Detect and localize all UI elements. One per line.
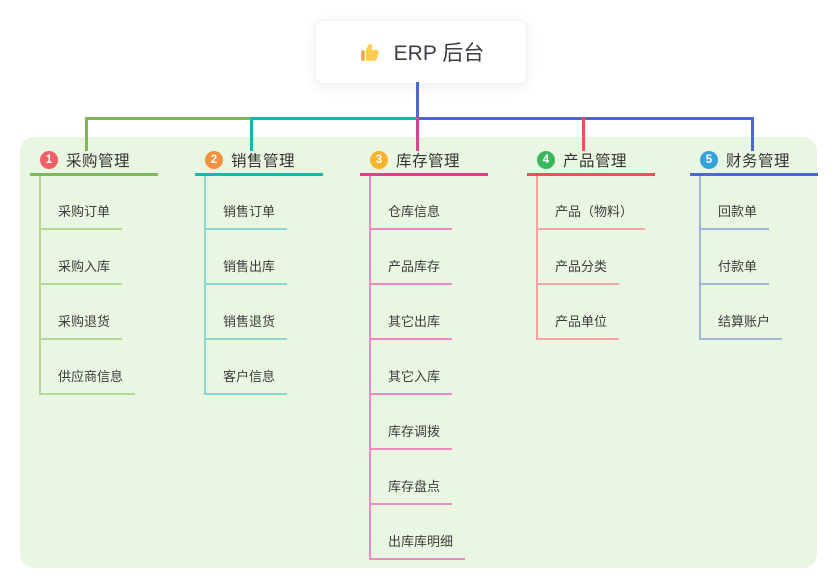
branch-drop-line xyxy=(582,117,585,151)
branch-child-item[interactable]: 产品库存 xyxy=(369,258,453,285)
branch-child-item[interactable]: 产品（物料） xyxy=(536,203,646,230)
branch-child-item[interactable]: 采购退货 xyxy=(39,313,123,340)
branch-child-item[interactable]: 销售订单 xyxy=(204,203,288,230)
branches-panel xyxy=(20,137,817,568)
branch-drop-line xyxy=(85,117,88,151)
branch-header-库存管理[interactable]: 3 库存管理 xyxy=(360,147,488,176)
branch-header-产品管理[interactable]: 4 产品管理 xyxy=(527,147,655,176)
branch-title: 库存管理 xyxy=(396,153,461,170)
children-connector-line xyxy=(536,176,538,340)
branch-child-item[interactable]: 出库库明细 xyxy=(369,533,466,560)
thumbs-up-icon xyxy=(358,40,383,65)
children-connector-line xyxy=(369,176,371,560)
branch-drop-line xyxy=(416,117,419,151)
children-connector-line xyxy=(699,176,701,340)
branch-title: 产品管理 xyxy=(563,153,628,170)
branch-child-item[interactable]: 付款单 xyxy=(699,258,770,285)
branch-child-item[interactable]: 其它出库 xyxy=(369,313,453,340)
branch-child-item[interactable]: 回款单 xyxy=(699,203,770,230)
branch-drop-line xyxy=(751,117,754,151)
branch-child-item[interactable]: 销售退货 xyxy=(204,313,288,340)
branch-child-item[interactable]: 供应商信息 xyxy=(39,368,136,395)
root-node[interactable]: ERP 后台 xyxy=(315,20,527,84)
branch-drop-line xyxy=(250,117,253,151)
branch-title: 销售管理 xyxy=(231,153,296,170)
branch-child-item[interactable]: 采购入库 xyxy=(39,258,123,285)
branch-child-item[interactable]: 库存调拨 xyxy=(369,423,453,450)
children-connector-line xyxy=(204,176,206,395)
branch-header-财务管理[interactable]: 5 财务管理 xyxy=(690,147,818,176)
branch-number-badge: 2 xyxy=(205,151,223,169)
branch-number-badge: 3 xyxy=(370,151,388,169)
branch-header-销售管理[interactable]: 2 销售管理 xyxy=(195,147,323,176)
branch-child-item[interactable]: 结算账户 xyxy=(699,313,783,340)
branch-child-item[interactable]: 销售出库 xyxy=(204,258,288,285)
branch-number-badge: 5 xyxy=(700,151,718,169)
branch-child-item[interactable]: 产品单位 xyxy=(536,313,620,340)
branch-child-item[interactable]: 仓库信息 xyxy=(369,203,453,230)
branch-child-item[interactable]: 其它入库 xyxy=(369,368,453,395)
branch-child-item[interactable]: 客户信息 xyxy=(204,368,288,395)
root-connector-line xyxy=(416,82,419,120)
branch-number-badge: 1 xyxy=(40,151,58,169)
branch-number-badge: 4 xyxy=(537,151,555,169)
branch-child-item[interactable]: 产品分类 xyxy=(536,258,620,285)
root-label: ERP 后台 xyxy=(393,42,485,65)
branch-header-采购管理[interactable]: 1 采购管理 xyxy=(30,147,158,176)
branch-title: 财务管理 xyxy=(726,153,791,170)
children-connector-line xyxy=(39,176,41,395)
branch-title: 采购管理 xyxy=(66,153,131,170)
trunk-segment xyxy=(85,117,253,120)
trunk-segment xyxy=(250,117,419,120)
branch-child-item[interactable]: 采购订单 xyxy=(39,203,123,230)
branch-child-item[interactable]: 库存盘点 xyxy=(369,478,453,505)
